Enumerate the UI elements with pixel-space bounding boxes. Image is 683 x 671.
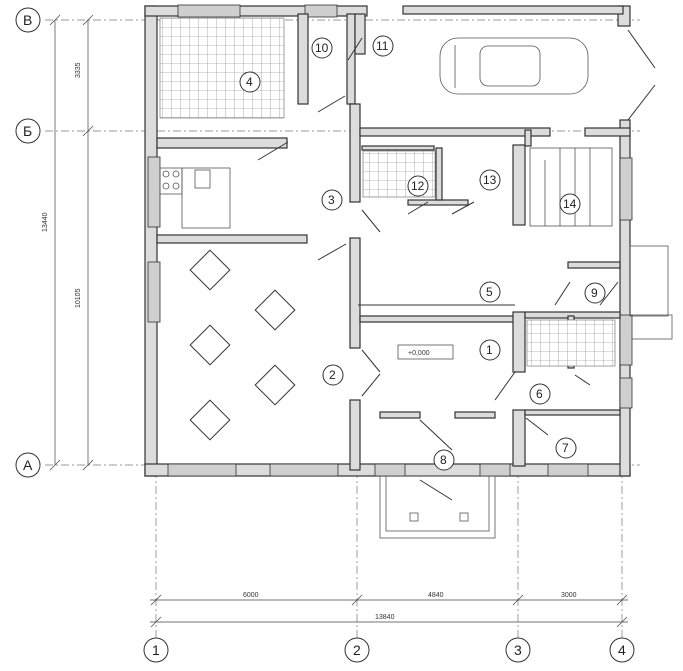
room-5-label: 5 — [486, 285, 493, 299]
room-14-label: 14 — [563, 197, 577, 211]
dim-bottom-total: 13840 — [375, 614, 395, 621]
room-2-label: 2 — [329, 368, 336, 382]
room-7-label: 7 — [562, 441, 569, 455]
room-8-label: 8 — [440, 453, 447, 467]
dim-left-lower: 10105 — [75, 288, 82, 308]
axis-number-bubbles: 1 2 3 4 — [143, 637, 635, 663]
room-labels: 1 2 3 4 5 6 7 8 9 10 11 12 13 14 — [239, 35, 606, 471]
axis-number-2: 2 — [353, 642, 361, 658]
door-swings — [257, 29, 656, 501]
room-10-label: 10 — [315, 41, 329, 55]
level-mark-text: +0,000 — [408, 350, 430, 357]
axis-number-4: 4 — [618, 642, 626, 658]
room-3-label: 3 — [328, 193, 335, 207]
dim-left-upper: 3335 — [75, 62, 82, 78]
dim-bottom-1: 6000 — [243, 592, 259, 599]
room-1-label: 1 — [486, 343, 493, 357]
room-13-label: 13 — [483, 173, 497, 187]
room-9-label: 9 — [591, 286, 598, 300]
dim-bottom-2: 4840 — [428, 592, 444, 599]
axis-letter-V: В — [23, 12, 32, 28]
dining-tables — [189, 249, 296, 441]
axis-letter-B: Б — [23, 123, 32, 139]
car-icon — [439, 37, 589, 95]
left-dimension-chain: 3335 10105 13440 — [42, 14, 94, 471]
side-porch — [629, 245, 673, 340]
room-6-label: 6 — [536, 387, 543, 401]
axis-letter-bubbles: В Б А — [15, 7, 41, 478]
axis-number-1: 1 — [152, 642, 160, 658]
room-6-tile-floor — [526, 319, 616, 367]
level-mark: +0,000 — [397, 344, 454, 360]
room-12-label: 12 — [411, 179, 425, 193]
kitchen-stove — [159, 167, 231, 229]
axis-lines — [45, 19, 640, 640]
axis-number-3: 3 — [514, 642, 522, 658]
dim-bottom-3: 3000 — [561, 592, 577, 599]
entrance-porch — [379, 475, 496, 539]
windows — [147, 4, 633, 477]
room-11-label: 11 — [376, 39, 389, 53]
axis-letter-A: А — [23, 457, 33, 473]
room-4-tile-floor — [159, 17, 285, 119]
dim-left-total: 13440 — [42, 212, 49, 232]
room-4-label: 4 — [246, 75, 253, 89]
bottom-dimension-chain: 6000 4840 3000 13840 — [150, 592, 628, 628]
